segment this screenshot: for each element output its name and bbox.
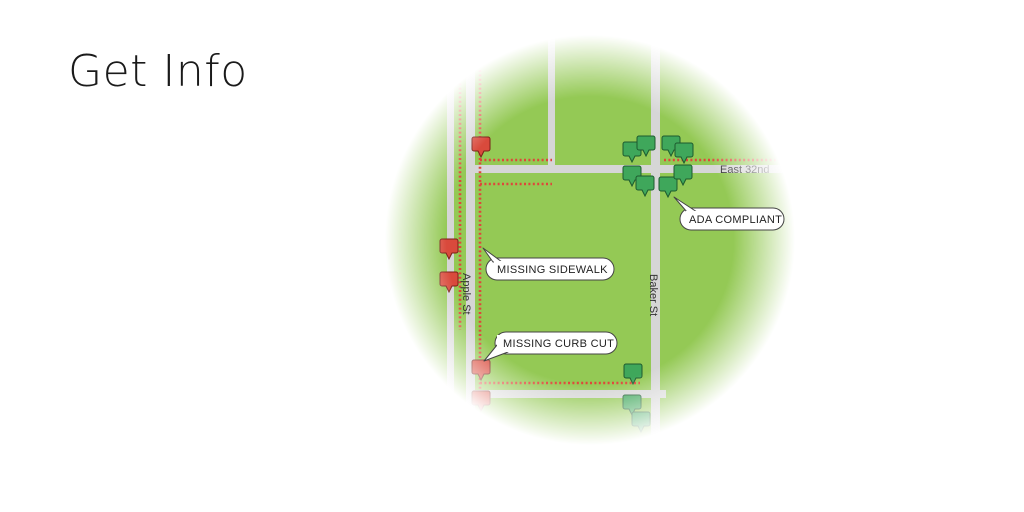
map-canvas: East 32nd Apple St Baker St [380,30,806,450]
missing-sidewalk-lines [458,70,790,400]
street-label-baker: Baker St [647,274,659,316]
callout-label: MISSING SIDEWALK [497,264,608,276]
callout-missing-curb-cut: MISSING CURB CUT [483,331,618,362]
street-label-apple: Apple St [460,273,472,315]
street-label-east32: East 32nd [720,164,770,176]
road-apple [466,30,475,450]
callout-missing-sidewalk: MISSING SIDEWALK [482,247,615,281]
page-title: Get Info [68,46,248,97]
callout-ada-compliant: ADA COMPLIANT [673,196,785,231]
road-north [548,30,555,170]
road-south [466,390,666,398]
callout-label: MISSING CURB CUT [503,338,614,350]
road-baker [651,30,660,450]
callout-label: ADA COMPLIANT [689,214,782,226]
